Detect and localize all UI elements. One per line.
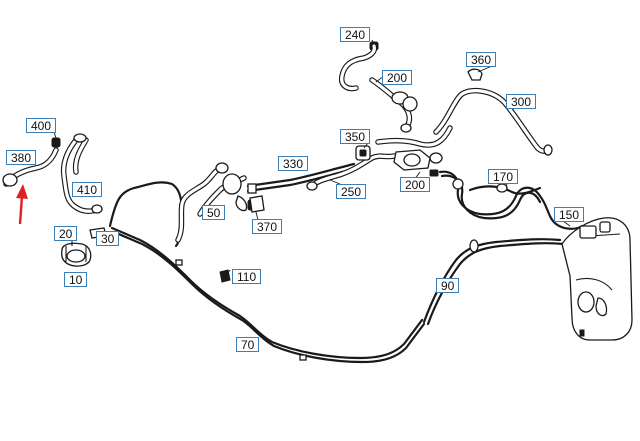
pump-10	[61, 242, 92, 267]
callout-380: 380	[6, 150, 37, 165]
callout-170: 170	[488, 169, 519, 184]
hose-380	[2, 147, 59, 187]
callout-360: 360	[466, 52, 497, 67]
hose-250	[306, 153, 397, 191]
callout-30: 30	[96, 231, 120, 246]
callout-400: 400	[26, 118, 57, 133]
reservoir-150	[561, 217, 633, 341]
fitting-370	[249, 195, 265, 213]
callout-10: 10	[64, 272, 88, 287]
callout-200-lower: 200	[400, 177, 431, 192]
callout-240: 240	[340, 27, 371, 42]
callout-90: 90	[436, 278, 460, 293]
callout-20: 20	[54, 226, 78, 241]
callout-150: 150	[554, 207, 585, 222]
hose-410	[60, 133, 103, 214]
callout-300: 300	[506, 94, 537, 109]
callout-410: 410	[72, 182, 103, 197]
callout-110: 110	[232, 269, 262, 284]
thermostat-200-lower	[375, 125, 453, 177]
hose-200-upper	[338, 43, 418, 133]
callout-70: 70	[236, 337, 260, 352]
clamp-400	[51, 137, 61, 148]
callout-200-upper: 200	[382, 70, 413, 85]
hose-300	[433, 87, 553, 156]
callout-330: 330	[278, 156, 309, 171]
hose-170	[438, 170, 584, 230]
callout-250: 250	[336, 184, 367, 199]
clamp-350	[355, 145, 371, 161]
red-arrow-indicator	[16, 184, 28, 225]
callout-370: 370	[252, 219, 283, 234]
hose-50	[175, 162, 256, 243]
line-70	[108, 181, 426, 364]
callout-350: 350	[340, 129, 371, 144]
callout-50: 50	[202, 205, 226, 220]
